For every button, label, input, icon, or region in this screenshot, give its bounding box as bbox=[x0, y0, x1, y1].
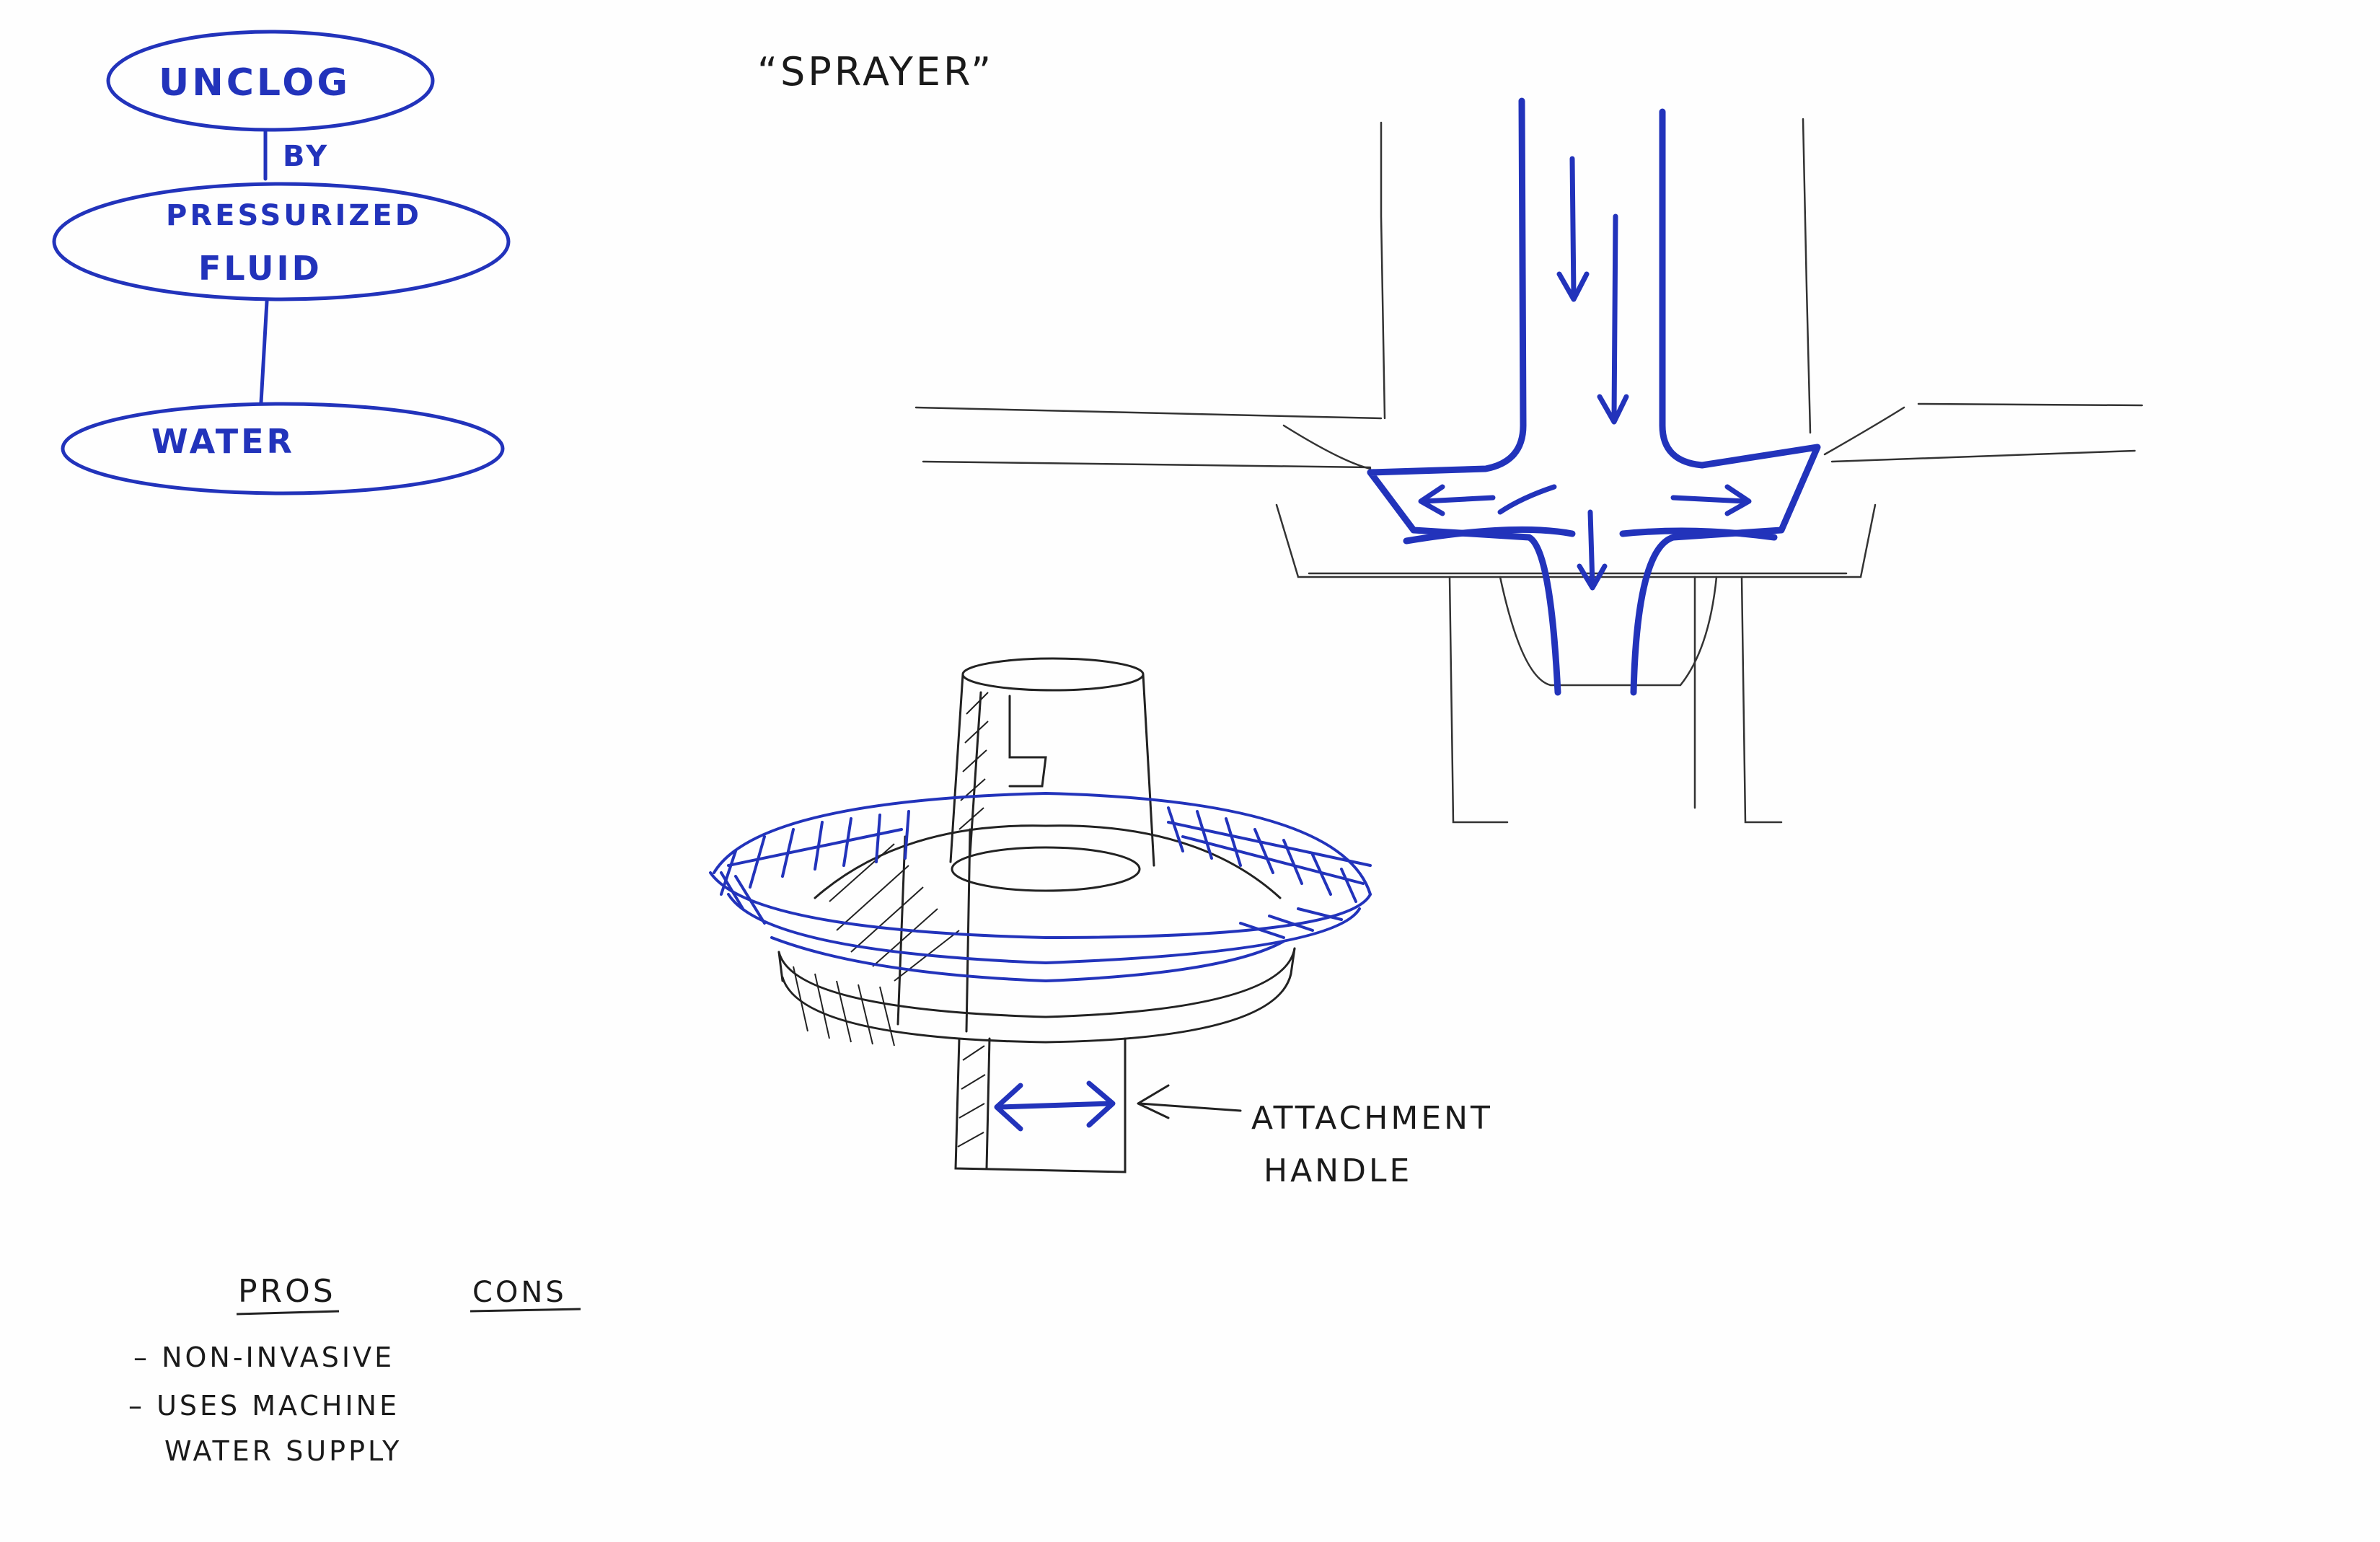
pros-item-2: – USES MACHINE bbox=[128, 1390, 400, 1422]
pros-cons: PROS CONS – NON-INVASIVE – USES MACHINE … bbox=[128, 1273, 581, 1467]
node-unclog-label: UNCLOG bbox=[159, 61, 351, 105]
pros-item-1: – NON-INVASIVE bbox=[133, 1341, 395, 1373]
cross-section-sketch bbox=[916, 101, 2142, 822]
cons-underline bbox=[470, 1309, 581, 1311]
node-water-label: WATER bbox=[151, 422, 295, 461]
cons-header: CONS bbox=[472, 1276, 567, 1309]
pros-item-3: WATER SUPPLY bbox=[164, 1435, 402, 1467]
sprayer-3d-sketch bbox=[710, 658, 1370, 1172]
node-pressurized-label-1: PRESSURIZED bbox=[166, 199, 422, 232]
node-pressurized-label-2: FLUID bbox=[198, 249, 322, 288]
handle-label: HANDLE bbox=[1264, 1153, 1412, 1189]
pros-underline bbox=[237, 1311, 339, 1314]
edge-by-label: BY bbox=[283, 140, 330, 173]
attachment-label: ATTACHMENT bbox=[1251, 1100, 1493, 1137]
sprayer-title: “SPRAYER” bbox=[757, 49, 994, 94]
edge-pressurized-to-water bbox=[261, 301, 267, 402]
pros-header: PROS bbox=[238, 1273, 336, 1310]
